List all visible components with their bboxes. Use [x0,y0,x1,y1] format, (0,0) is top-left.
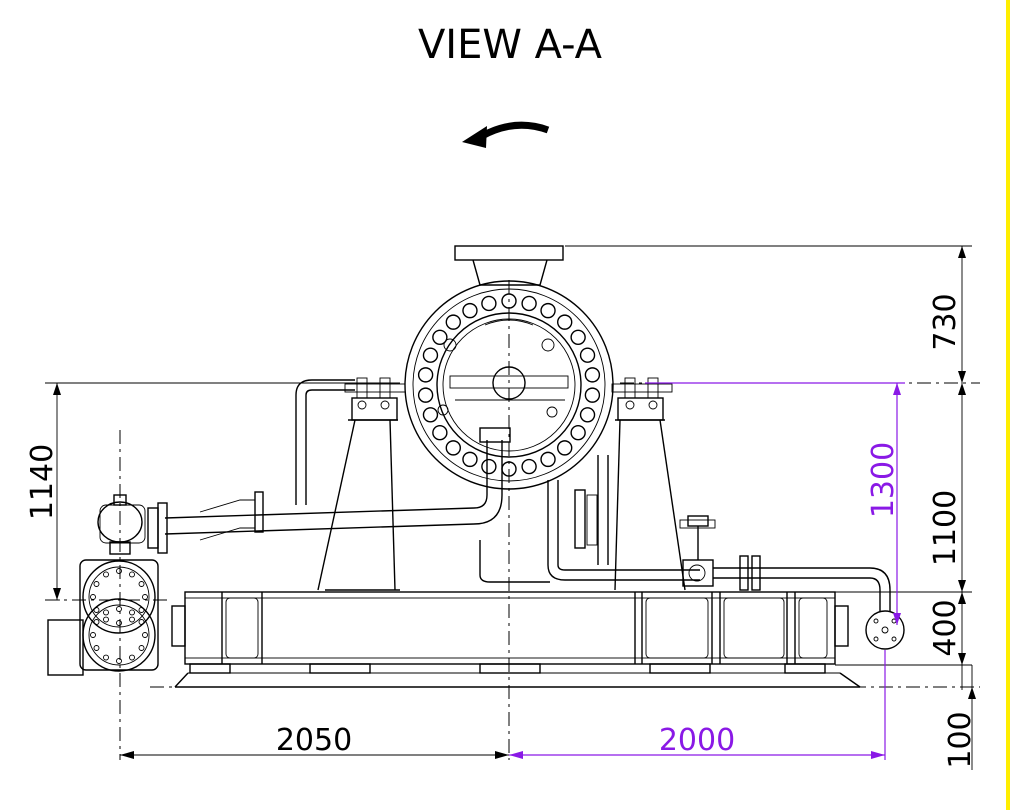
casing-bolt [521,295,537,312]
border-strip [1006,0,1010,810]
flange-bolt [90,632,96,638]
flange-bolt [116,658,122,664]
casing-bolt [417,387,434,403]
casing-bolt [481,458,497,475]
flange-bolt [93,607,100,613]
dim-730: 730 [928,293,963,350]
flange-bolt [93,645,100,651]
tank-flange-bolts [90,568,148,664]
flange-bolt [129,654,135,661]
casing-bolt [579,347,596,363]
casing-bolt [481,295,497,312]
flange-bolt [129,609,135,616]
casing-bolt [432,425,448,441]
casing-bolt [445,440,461,456]
flange-bolt [93,581,100,587]
dimension-lines [45,245,976,770]
flange-bolt [129,571,135,578]
flange-bolt [93,619,100,625]
casing-bolt [432,329,448,345]
dim-400: 400 [928,599,963,656]
flange-bolt [103,616,109,623]
casing-bolt [521,458,537,475]
casing-bolt [462,451,478,468]
casing-bolt [540,302,556,319]
casing-bolt [579,407,596,423]
flange-bolt [90,594,96,600]
center-lines [45,280,980,760]
dim-2050: 2050 [276,723,352,758]
casing-bolt [445,314,461,330]
casing-bolt [417,367,434,383]
flange-bolt [103,571,109,578]
casing-bolt [570,425,586,441]
base-skid [171,591,861,688]
casing-bolt [584,387,601,403]
casing-bolt [570,329,586,345]
flange-bolt [129,616,135,623]
flange-bolt [142,632,148,638]
view-title: VIEW A-A [418,22,603,68]
dim-1300: 1300 [866,442,901,518]
casing-bolt [422,347,439,363]
flange-bolt [116,620,122,626]
flange-bolt [142,594,148,600]
flange-bolt [138,619,145,625]
flange-bolt [138,607,145,613]
flange-bolt [138,581,145,587]
dim-2000: 2000 [659,723,735,758]
dim-100: 100 [943,711,978,768]
dim-1140: 1140 [25,444,60,520]
flange-bolt [116,606,122,612]
flange-bolt [103,654,109,661]
casing-bolt [422,407,439,423]
flange-bolt [138,645,145,651]
flange-bolt [103,609,109,616]
casing-bolt [557,440,573,456]
right-side-piping [479,455,905,650]
casing-bolt [557,314,573,330]
casing-bolt [540,451,556,468]
casing-bolt [462,302,478,319]
flange-bolt [116,568,122,574]
suction-piping [147,379,511,554]
pedestal-supports [317,377,686,591]
casing-bolt [584,367,601,383]
highlight-dimension-lines [509,382,905,760]
rotation-arrow-icon [462,121,550,148]
dim-1100: 1100 [928,490,963,566]
left-valve-assembly [47,494,159,676]
